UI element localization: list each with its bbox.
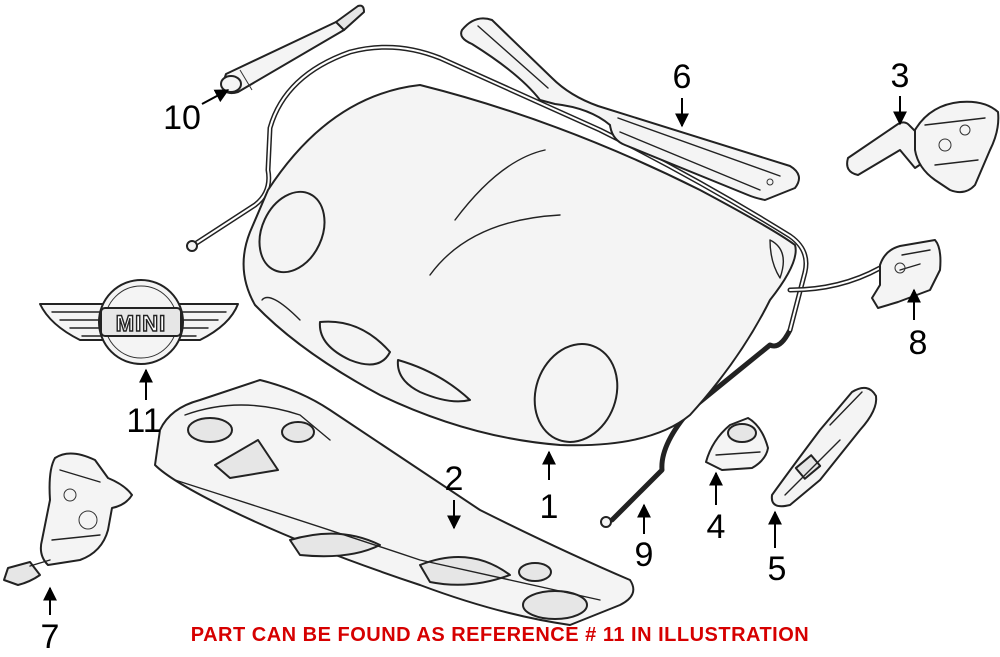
callout-8: 8 — [909, 324, 928, 362]
gas-strut-part[interactable] — [220, 4, 365, 95]
callout-4: 4 — [707, 508, 726, 546]
hood-part[interactable] — [242, 84, 797, 454]
reference-caption: PART CAN BE FOUND AS REFERENCE # 11 IN I… — [190, 624, 810, 646]
callout-5: 5 — [768, 550, 787, 588]
release-cable-part[interactable] — [186, 44, 883, 528]
callout-1: 1 — [540, 488, 559, 526]
callout-6: 6 — [673, 58, 692, 96]
callout-7: 7 — [41, 618, 60, 656]
emblem-logo-text: MINI — [116, 311, 166, 336]
mini-emblem-part[interactable]: MINI — [39, 279, 239, 365]
callout-11: 11 — [126, 402, 161, 440]
insulation-pad-part[interactable] — [154, 379, 635, 626]
side-bracket-part[interactable] — [770, 386, 878, 508]
hood-latch-part[interactable] — [3, 452, 133, 586]
bump-stop-part[interactable] — [705, 417, 769, 471]
seal-part[interactable] — [460, 17, 800, 201]
callout-9: 9 — [635, 536, 654, 574]
callout-2: 2 — [445, 460, 464, 498]
hinge-part[interactable] — [846, 100, 1000, 194]
release-bracket-part[interactable] — [871, 239, 942, 309]
callout-10: 10 — [163, 99, 201, 137]
callout-3: 3 — [891, 57, 910, 95]
